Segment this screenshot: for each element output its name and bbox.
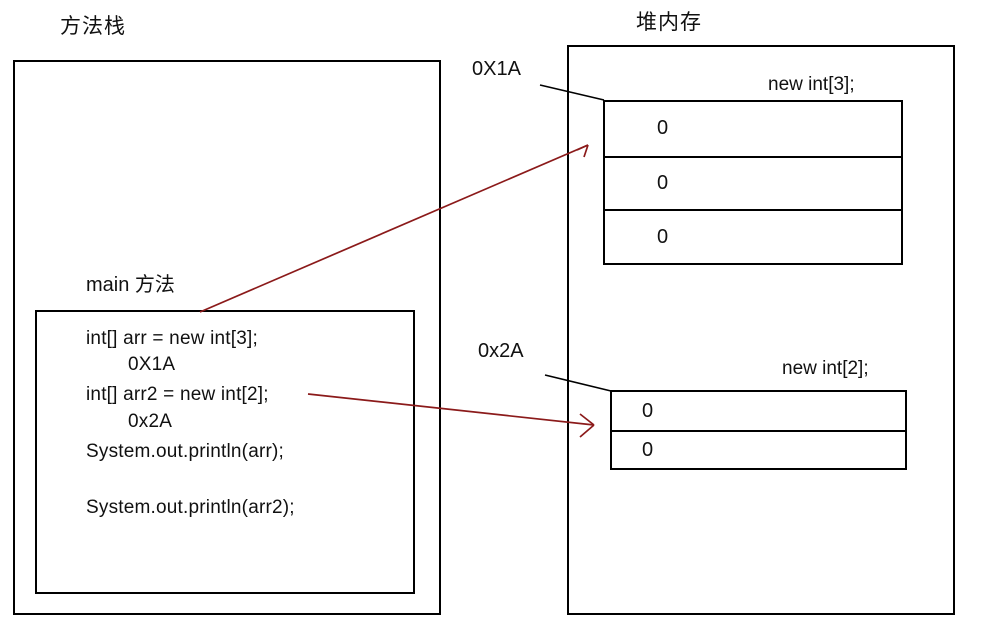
address-label-0x1a: 0X1A (472, 58, 521, 80)
array-caption-new-int-2: new int[2]; (782, 358, 869, 379)
array-cell: 0 (605, 155, 901, 210)
code-line: System.out.println(arr2); (86, 497, 295, 518)
code-line: System.out.println(arr); (86, 441, 285, 462)
heap-memory-box (567, 45, 955, 615)
method-stack-box (13, 60, 441, 615)
array-cell: 0 (642, 399, 654, 422)
array-cell: 0 (605, 209, 901, 263)
main-method-label: main 方法 (86, 274, 175, 296)
code-line-address-arr: 0X1A (128, 354, 176, 375)
heap-array-int3: 0 0 0 (603, 100, 903, 265)
array-caption-new-int-3: new int[3]; (768, 74, 855, 95)
array-cell: 0 (657, 117, 669, 140)
code-line: int[] arr = new int[3]; (86, 328, 258, 349)
code-line-address-arr2: 0x2A (128, 411, 173, 432)
heap-array-int2: 0 0 (610, 390, 907, 470)
code-line: int[] arr2 = new int[2]; (86, 384, 269, 405)
address-label-0x2a: 0x2A (478, 340, 524, 362)
heap-title: 堆内存 (636, 11, 702, 34)
array-cell: 0 (612, 430, 905, 468)
stack-title: 方法栈 (60, 15, 126, 38)
